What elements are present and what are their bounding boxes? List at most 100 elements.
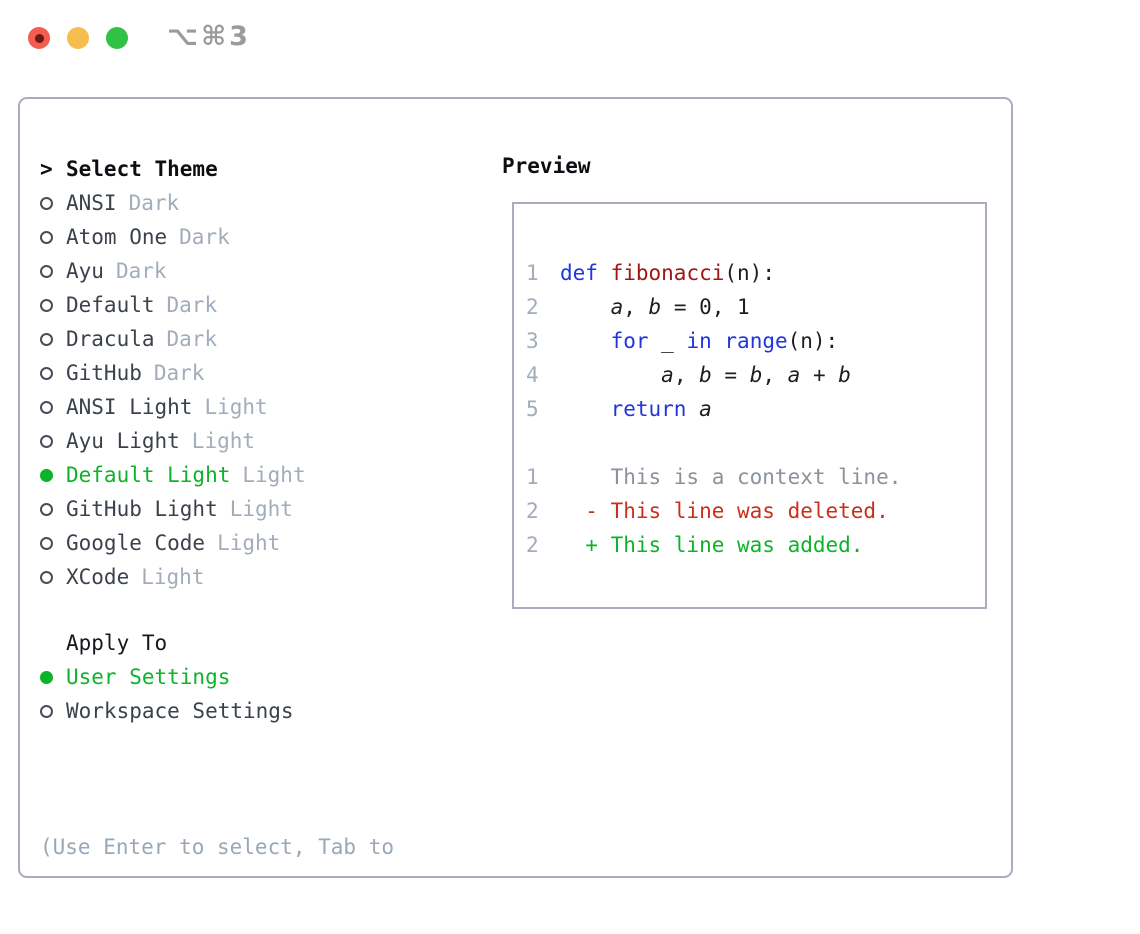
code-token: This is a context line. xyxy=(560,465,902,489)
preview-code-line: 4 a, b = b, a + b xyxy=(526,358,985,392)
code-token xyxy=(598,261,611,285)
preview-code-line: 2 + This line was added. xyxy=(526,528,985,562)
line-number: 5 xyxy=(526,397,539,421)
apply-to-heading: Apply To xyxy=(40,626,294,660)
apply-to-option-label: User Settings xyxy=(66,665,231,689)
theme-variant-tag: Light xyxy=(217,531,281,555)
code-token: a xyxy=(787,363,801,387)
theme-option[interactable]: GitHub Light Light xyxy=(40,492,306,526)
theme-option-label: GitHub Light xyxy=(66,497,218,521)
theme-option-label: XCode xyxy=(66,565,130,589)
line-number: 2 xyxy=(526,295,539,319)
apply-to-option[interactable]: User Settings xyxy=(40,660,294,694)
theme-list-heading: > Select Theme xyxy=(40,152,306,186)
help-text: (Use Enter to select, Tab to change focu… xyxy=(40,762,394,934)
code-token: a xyxy=(699,397,712,421)
code-token: _ xyxy=(648,329,687,353)
theme-variant-tag: Dark xyxy=(166,327,218,351)
radio-unselected-icon xyxy=(40,536,53,550)
theme-option[interactable]: Google Code Light xyxy=(40,526,306,560)
code-token: , xyxy=(762,363,788,387)
radio-unselected-icon xyxy=(40,400,53,414)
line-number: 1 xyxy=(526,465,539,489)
code-token: + xyxy=(800,363,839,387)
line-number: 1 xyxy=(526,261,539,285)
radio-unselected-icon xyxy=(40,434,53,448)
theme-variant-tag: Light xyxy=(229,497,293,521)
theme-option-label: Atom One xyxy=(66,225,168,249)
theme-option-label: Google Code xyxy=(66,531,206,555)
radio-unselected-icon xyxy=(40,196,53,210)
theme-option-label: Default Light xyxy=(66,463,231,487)
radio-unselected-icon xyxy=(40,332,53,346)
code-token: def xyxy=(560,261,598,285)
radio-unselected-icon xyxy=(40,502,53,516)
radio-selected-icon xyxy=(40,670,53,684)
line-number: 2 xyxy=(526,533,539,557)
help-text-line: (Use Enter to select, Tab to xyxy=(40,835,395,859)
theme-option-label: Default xyxy=(66,293,155,317)
preview-code-line: 5 return a xyxy=(526,392,985,426)
code-token xyxy=(560,363,661,387)
theme-option[interactable]: GitHub Dark xyxy=(40,356,306,390)
theme-variant-tag: Light xyxy=(191,429,256,453)
code-token: for xyxy=(610,329,649,353)
theme-option[interactable]: Dracula Dark xyxy=(40,322,306,356)
theme-option-label: Dracula xyxy=(66,327,155,351)
theme-option-label: ANSI Light xyxy=(66,395,193,419)
line-number: 4 xyxy=(526,363,539,387)
code-token xyxy=(560,295,611,319)
theme-option[interactable]: ANSI Light Light xyxy=(40,390,306,424)
theme-variant-tag: Light xyxy=(204,395,268,419)
theme-variant-tag: Dark xyxy=(153,361,205,385)
code-token: = 0, 1 xyxy=(661,295,750,319)
cursor-indicator: > xyxy=(40,157,53,181)
code-token: b xyxy=(699,363,712,387)
line-number: 3 xyxy=(526,329,539,353)
apply-to-option-label: Workspace Settings xyxy=(66,699,294,723)
code-token: - This line was deleted. xyxy=(560,499,889,523)
radio-unselected-icon xyxy=(40,298,53,312)
code-token: , xyxy=(623,295,649,319)
preview-code-line: 1 This is a context line. xyxy=(526,460,985,494)
preview-code-line: 2 a, b = 0, 1 xyxy=(526,290,985,324)
radio-selected-icon xyxy=(40,468,53,482)
close-button[interactable] xyxy=(28,27,50,49)
code-token xyxy=(712,329,725,353)
theme-variant-tag: Dark xyxy=(166,293,218,317)
zoom-button[interactable] xyxy=(106,27,128,49)
radio-unselected-icon xyxy=(40,704,53,718)
theme-variant-tag: Dark xyxy=(179,225,230,249)
preview-code-line: 2 - This line was deleted. xyxy=(526,494,985,528)
theme-option-label: GitHub xyxy=(66,361,142,385)
code-token: in xyxy=(686,329,712,353)
code-token: + This line was added. xyxy=(560,533,864,557)
theme-list-heading-label: Select Theme xyxy=(66,157,218,181)
apply-to-option[interactable]: Workspace Settings xyxy=(40,694,294,728)
minimize-button[interactable] xyxy=(67,27,89,49)
theme-variant-tag: Dark xyxy=(128,191,180,215)
code-token: b xyxy=(749,363,763,387)
theme-option[interactable]: Default Dark xyxy=(40,288,306,322)
line-number: 2 xyxy=(526,499,539,523)
code-token xyxy=(560,329,611,353)
window-title: ⌥⌘3 xyxy=(167,21,251,52)
code-token xyxy=(560,397,611,421)
code-token: , xyxy=(673,363,700,387)
theme-option[interactable]: Ayu Light Light xyxy=(40,424,306,458)
code-token: a xyxy=(661,363,674,387)
theme-option[interactable]: Atom One Dark xyxy=(40,220,306,254)
theme-option-label: Ayu Light xyxy=(66,429,180,453)
code-token: b xyxy=(648,295,662,319)
code-token: range xyxy=(724,329,788,353)
code-token: (n): xyxy=(787,329,839,353)
